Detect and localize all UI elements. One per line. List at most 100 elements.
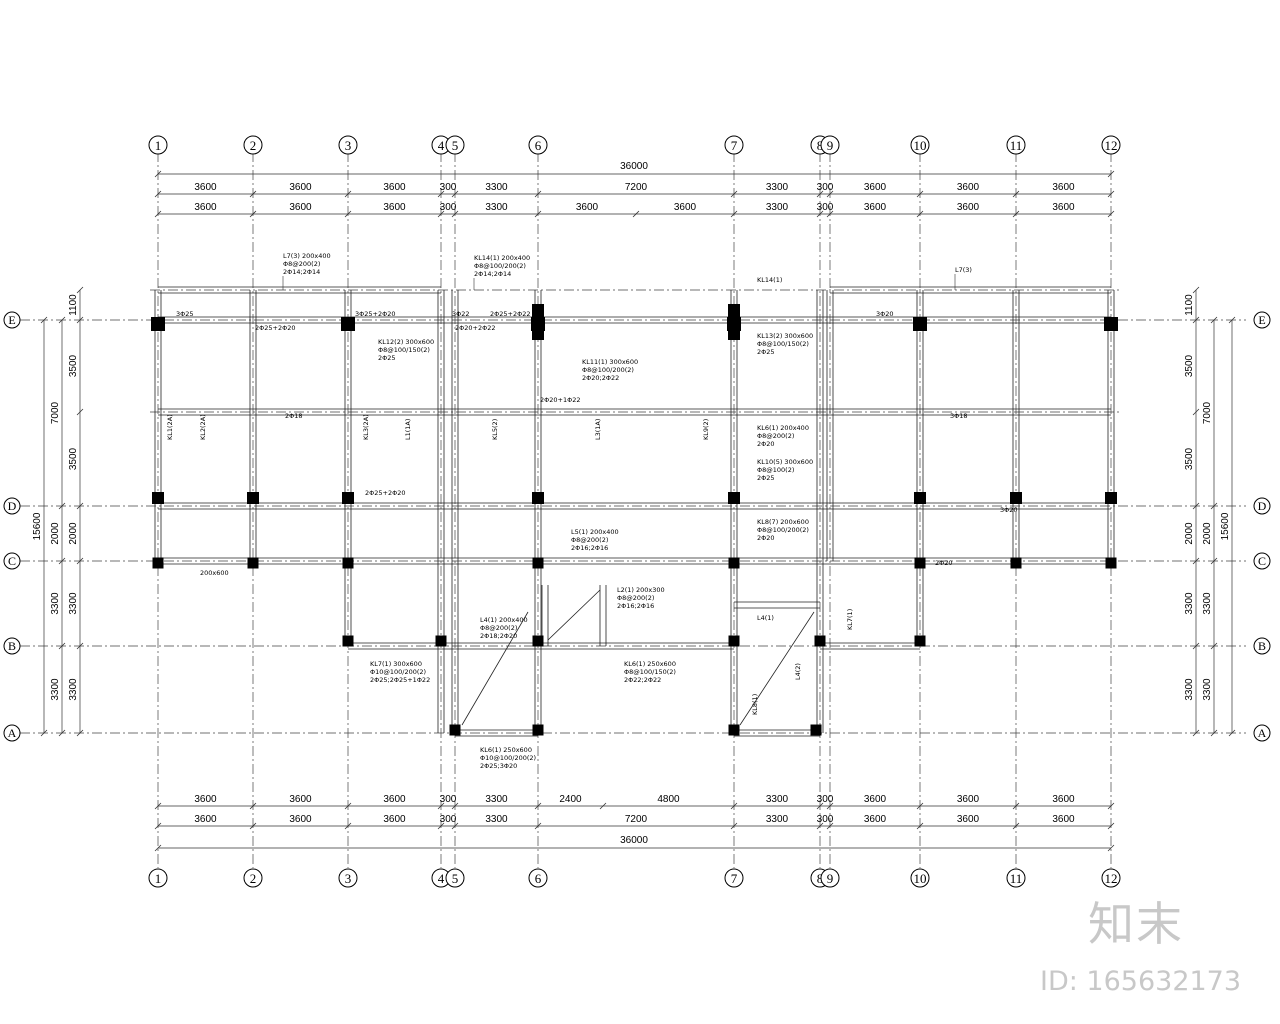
axis-bubble xyxy=(3,552,21,570)
axis-bubble xyxy=(528,135,548,155)
dim-tick xyxy=(1192,408,1200,416)
dim-label-right-inner: 3300 xyxy=(1184,678,1195,701)
rebar-mark: 3Φ25 xyxy=(176,310,194,318)
axis-bubble xyxy=(3,311,21,329)
beam-note: Φ8@100/150(2) xyxy=(757,340,809,348)
beam-note: KL12(2) 300x600 xyxy=(378,338,434,346)
beam-note: L3(1A) xyxy=(594,419,602,440)
axis-bubble xyxy=(338,868,358,888)
axis-bubble xyxy=(243,135,263,155)
dim-label-top-outer: 300 xyxy=(440,182,457,193)
dim-tick xyxy=(1107,802,1115,810)
column xyxy=(247,557,259,569)
dim-label-top-outer: 3600 xyxy=(957,182,980,193)
beam-note: 2Φ16;2Φ16 xyxy=(571,544,608,552)
beam-note: L4(1) 200x400 xyxy=(480,616,528,624)
dim-tick xyxy=(534,802,542,810)
axis-bubble xyxy=(820,868,840,888)
dim-label-right-inner: 1100 xyxy=(1184,294,1195,316)
axis-bubble xyxy=(243,868,263,888)
stair-line xyxy=(547,589,601,641)
dim-label-left-inner: 3500 xyxy=(68,447,79,470)
axis-bubble xyxy=(445,868,465,888)
column xyxy=(728,557,740,569)
axis-bubble xyxy=(338,135,358,155)
axis-bubble-label: 3 xyxy=(345,871,352,886)
beam-note: L7(3) 200x400 xyxy=(283,252,331,260)
dim-label-bottom-outer: 3600 xyxy=(383,814,406,825)
dim-label-left-inner: 3300 xyxy=(68,678,79,701)
dim-tick xyxy=(1012,822,1020,830)
axis-bubble-label: 7 xyxy=(731,871,738,886)
beam-note: 2Φ22;2Φ22 xyxy=(624,676,661,684)
dim-tick xyxy=(451,822,459,830)
dim-tick xyxy=(76,642,84,650)
dim-label-top-inner: 3300 xyxy=(766,202,789,213)
dim-label-left-mid: 3300 xyxy=(50,678,61,701)
axis-bubble-label: 11 xyxy=(1010,871,1023,886)
dim-label-bottom-inner: 300 xyxy=(440,794,457,805)
beam-note: 2Φ25 xyxy=(757,474,775,482)
dim-tick xyxy=(76,286,84,294)
dim-tick xyxy=(58,502,66,510)
axis-bubble-label: 12 xyxy=(1105,138,1118,153)
axis-bubble-label: 8 xyxy=(817,138,824,153)
dim-label-right-mid: 2000 xyxy=(1202,522,1213,545)
dim-label-top-inner: 3600 xyxy=(383,202,406,213)
column xyxy=(914,492,926,504)
axis-bubble-label: E xyxy=(1258,313,1265,327)
dim-tick xyxy=(534,210,542,218)
axis-bubble-label: B xyxy=(8,639,16,653)
dim-tick xyxy=(1228,316,1236,324)
dim-label-right-total: 15600 xyxy=(1220,512,1231,540)
column xyxy=(1104,317,1118,331)
beam-note: Φ8@100/200(2) xyxy=(582,366,634,374)
dim-tick xyxy=(76,557,84,565)
dim-label-top-inner: 3600 xyxy=(194,202,217,213)
rebar-mark: 2Φ20 xyxy=(935,559,953,567)
dim-label-bottom-outer: 3300 xyxy=(485,814,508,825)
dim-tick xyxy=(451,190,459,198)
beam-note: Φ8@200(2) xyxy=(571,536,608,544)
watermark-id: ID: 165632173 xyxy=(1040,966,1242,997)
dim-tick xyxy=(344,190,352,198)
beam-note: Φ10@100/200(2) xyxy=(370,668,426,676)
axis-bubble xyxy=(820,135,840,155)
axis-bubble-label: 8 xyxy=(817,871,824,886)
dim-tick xyxy=(437,210,445,218)
dim-label-top-outer: 3600 xyxy=(383,182,406,193)
dim-tick xyxy=(916,822,924,830)
dim-tick xyxy=(1192,316,1200,324)
dim-tick xyxy=(816,802,824,810)
dim-tick xyxy=(816,822,824,830)
dim-label-top-outer: 3300 xyxy=(766,182,789,193)
dim-tick xyxy=(730,802,738,810)
dim-label-top-inner: 3600 xyxy=(957,202,980,213)
dimension-lines xyxy=(40,170,1236,852)
beam-note: Φ8@100/150(2) xyxy=(378,346,430,354)
dim-tick xyxy=(451,802,459,810)
column xyxy=(1105,557,1117,569)
dim-label-bottom-inner: 3300 xyxy=(485,794,508,805)
dim-label-left-mid: 3300 xyxy=(50,592,61,615)
dim-tick xyxy=(1107,170,1115,178)
axis-bubble-label: 1 xyxy=(155,138,162,153)
axis-bubble-label: 5 xyxy=(452,138,459,153)
dim-label-top-inner: 3600 xyxy=(864,202,887,213)
rebar-mark: 2Φ18 xyxy=(285,412,303,420)
stair-line xyxy=(739,611,815,726)
dim-label-top-outer: 300 xyxy=(817,182,834,193)
dim-tick xyxy=(249,822,257,830)
dim-tick xyxy=(1210,642,1218,650)
stair-line xyxy=(461,611,529,726)
dim-label-left-inner: 3300 xyxy=(68,592,79,615)
dim-label-right-inner: 3500 xyxy=(1184,447,1195,470)
dim-tick xyxy=(826,190,834,198)
dim-tick xyxy=(1107,844,1115,852)
dim-tick xyxy=(344,210,352,218)
axis-bubble-label: 4 xyxy=(438,871,445,886)
dim-tick xyxy=(1107,822,1115,830)
axis-bubble-label: D xyxy=(8,499,17,513)
beam-note: 2Φ14;2Φ14 xyxy=(283,268,320,276)
